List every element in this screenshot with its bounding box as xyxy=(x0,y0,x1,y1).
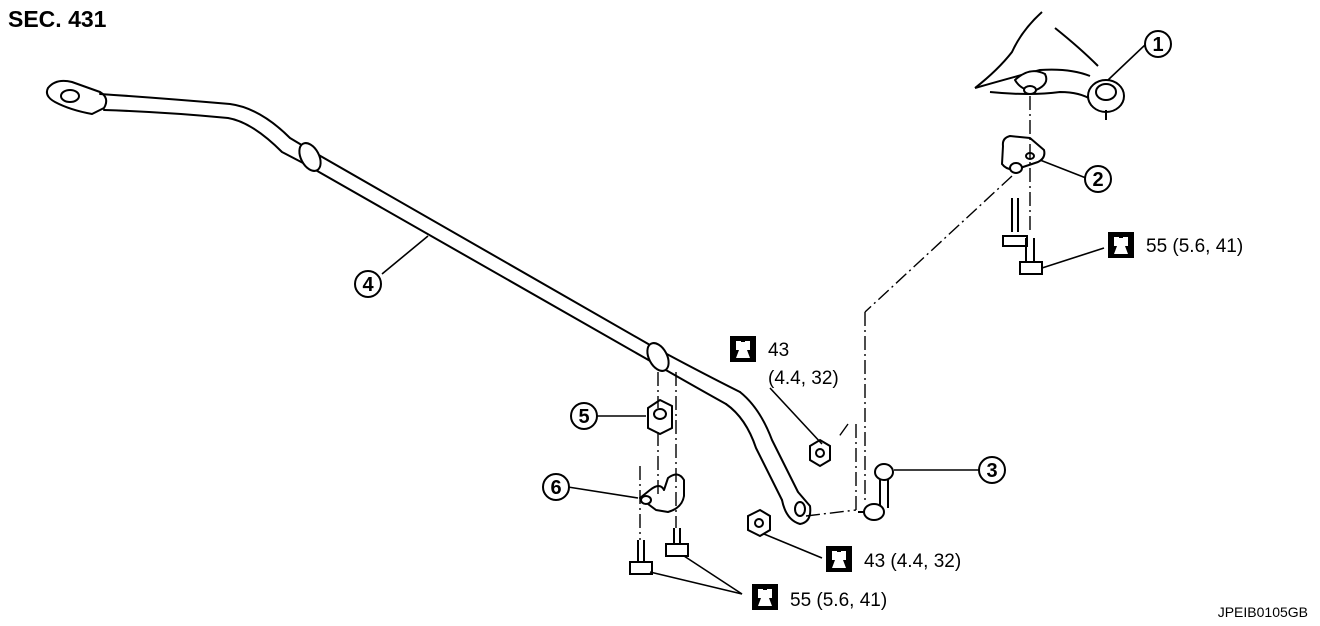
svg-text:1: 1 xyxy=(1152,34,1163,56)
svg-text:55 (5.6, 41): 55 (5.6, 41) xyxy=(790,590,887,611)
lower-arm xyxy=(974,11,1125,120)
torque-wrench-icon xyxy=(1108,232,1134,258)
callout-6: 6 xyxy=(542,473,570,501)
connecting-rod xyxy=(858,463,894,521)
svg-text:(4.4, 32): (4.4, 32) xyxy=(768,368,839,389)
svg-text:43: 43 xyxy=(768,340,789,361)
torque-spec-rod-lower: 43 (4.4, 32) xyxy=(826,546,961,572)
section-title: SEC. 431 xyxy=(8,6,107,32)
clamp-bolts xyxy=(629,528,689,575)
callout-2: 2 xyxy=(1084,165,1112,193)
bracket xyxy=(1001,135,1046,174)
callout-1: 1 xyxy=(1144,30,1172,58)
torque-spec-clamp: 55 (5.6, 41) xyxy=(752,584,887,611)
figure-code: JPEIB0105GB xyxy=(1217,604,1308,620)
svg-text:4: 4 xyxy=(362,274,374,296)
bracket-bolts xyxy=(1002,198,1043,275)
svg-text:5: 5 xyxy=(578,406,589,428)
torque-spec-bracket: 55 (5.6, 41) xyxy=(1108,232,1243,258)
svg-text:2: 2 xyxy=(1092,169,1103,191)
svg-text:55 (5.6, 41): 55 (5.6, 41) xyxy=(1146,236,1243,257)
stabilizer-bar xyxy=(45,79,812,525)
bushing xyxy=(647,398,673,436)
svg-text:6: 6 xyxy=(550,477,561,499)
torque-wrench-icon xyxy=(752,584,778,610)
leader-lines xyxy=(381,43,1147,595)
torque-spec-rod-upper: 43 (4.4, 32) xyxy=(730,336,839,389)
torque-wrench-icon xyxy=(730,336,756,362)
alignment-lines xyxy=(639,96,1031,540)
svg-text:3: 3 xyxy=(986,460,997,482)
clamp xyxy=(639,473,685,513)
torque-wrench-icon xyxy=(826,546,852,572)
callout-5: 5 xyxy=(570,402,598,430)
callout-4: 4 xyxy=(354,270,382,298)
nuts xyxy=(747,438,831,538)
callout-3: 3 xyxy=(978,456,1006,484)
svg-text:43 (4.4, 32): 43 (4.4, 32) xyxy=(864,551,961,572)
